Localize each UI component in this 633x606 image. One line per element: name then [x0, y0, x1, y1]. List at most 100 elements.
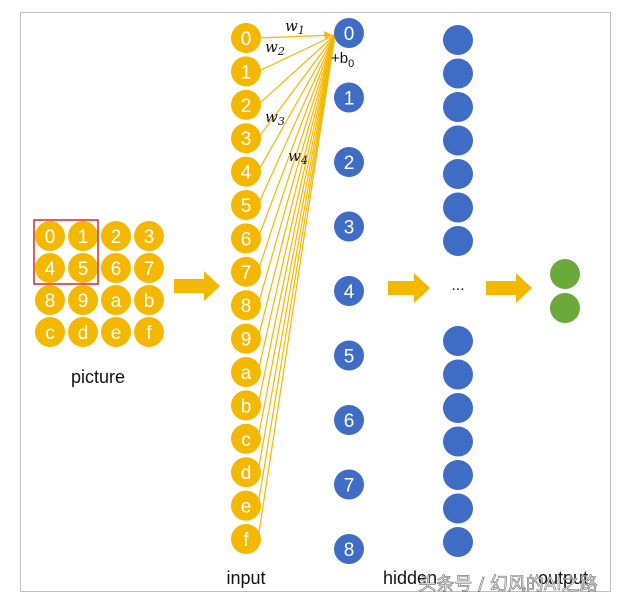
hidden-node [443, 125, 473, 156]
layer-node [334, 211, 364, 242]
hidden-layer [443, 25, 473, 557]
input-node [231, 457, 261, 488]
picture-pixel-node [35, 253, 65, 283]
layer-node-label: 8 [344, 540, 355, 561]
bias-label: +b0 [331, 50, 354, 70]
layer-node-label: 7 [344, 476, 355, 497]
picture-pixel-node [35, 221, 65, 251]
picture-pixel-label: b [144, 291, 155, 312]
input-node-label: d [241, 463, 252, 484]
input-node-label: 9 [241, 330, 252, 351]
input-node [231, 357, 261, 387]
input-node [231, 23, 261, 53]
picture-pixel-label: a [111, 291, 122, 312]
output-node [550, 293, 580, 323]
picture-pixel-label: 1 [78, 227, 89, 248]
layer-node [334, 18, 364, 48]
hidden-node [443, 460, 473, 490]
kernel-highlight-box [33, 219, 99, 285]
input-node-label: 3 [241, 129, 252, 150]
input-node-label: b [241, 396, 252, 417]
input-node [231, 256, 261, 287]
picture-pixel-node [134, 285, 164, 315]
hidden-node [443, 359, 473, 390]
hidden-node [443, 159, 473, 189]
layer-node-label: 6 [344, 411, 355, 432]
weight-connection-line [257, 34, 336, 139]
bias-subscript: 0 [348, 58, 354, 70]
weight-connection-line [257, 34, 336, 172]
picture-pixel-node [35, 285, 65, 315]
hidden-node [443, 527, 473, 557]
weight-connection-line [257, 34, 336, 206]
arrow-picture-to-input [174, 271, 220, 301]
input-node [231, 423, 261, 454]
picture-pixel-label: 5 [78, 259, 89, 280]
layer-node [334, 469, 364, 500]
picture-pixel-label: 4 [45, 259, 56, 280]
input-node-label: 2 [241, 96, 252, 117]
weight-connection-line [257, 34, 336, 439]
input-node [231, 390, 261, 421]
input-node [231, 190, 261, 220]
hidden-node [443, 226, 473, 256]
layer-node-label: 0 [344, 24, 355, 45]
hidden-ellipsis: ... [451, 277, 464, 294]
input-node [231, 290, 261, 321]
layer-node-label: 3 [344, 218, 355, 239]
weight-connection-line [257, 34, 336, 473]
picture-pixel-node [134, 253, 164, 283]
diagram-frame [20, 12, 611, 592]
input-node-label: e [241, 497, 252, 518]
layer-node-label: 1 [344, 89, 355, 110]
hidden-node [443, 25, 473, 55]
picture-pixel-node [101, 221, 131, 251]
arrow-hidden-to-output [486, 273, 532, 303]
input-node [231, 323, 261, 354]
weight-connection-line [257, 34, 336, 39]
input-node-label: 5 [241, 196, 252, 217]
input-label: input [226, 568, 265, 588]
output-label: output [538, 568, 588, 588]
picture-pixel-node [68, 253, 98, 283]
hidden-label: hidden [383, 568, 437, 588]
picture-pixel-node [134, 221, 164, 251]
output-node [550, 259, 580, 289]
picture-pixel-label: e [111, 323, 122, 344]
input-node-label: 7 [241, 263, 252, 284]
weight-connection-line [257, 34, 336, 239]
weight-label-w4: w4 [288, 147, 308, 167]
input-node-label: 1 [241, 62, 252, 83]
layer-node [334, 405, 364, 435]
input-node [231, 56, 261, 87]
weight-connection-line [257, 34, 336, 306]
picture-pixel-node [101, 285, 131, 315]
hidden-node [443, 393, 473, 423]
picture-pixel-node [68, 317, 98, 347]
input-node-label: c [241, 430, 251, 451]
weight-connection-line [257, 34, 336, 406]
picture-pixel-node [101, 317, 131, 347]
input-node-label: 4 [241, 163, 252, 184]
hidden-node [443, 426, 473, 457]
picture-pixel-label: 7 [144, 259, 155, 280]
layer-node [334, 340, 364, 371]
input-node [231, 89, 261, 120]
layer-node [334, 82, 364, 113]
layer-node [334, 147, 364, 177]
layer-node [334, 534, 364, 564]
weight-connection-line [257, 34, 336, 106]
layer-node [334, 276, 364, 306]
picture-pixel-node [35, 317, 65, 347]
layer-node-label: 2 [344, 153, 355, 174]
weight-connection-line [257, 34, 336, 373]
input-node [231, 524, 261, 554]
weight-connection-line [257, 34, 336, 272]
input-node-label: 6 [241, 229, 252, 250]
picture-pixel-label: 0 [45, 227, 56, 248]
weight-label-w1: w1 [285, 17, 305, 37]
